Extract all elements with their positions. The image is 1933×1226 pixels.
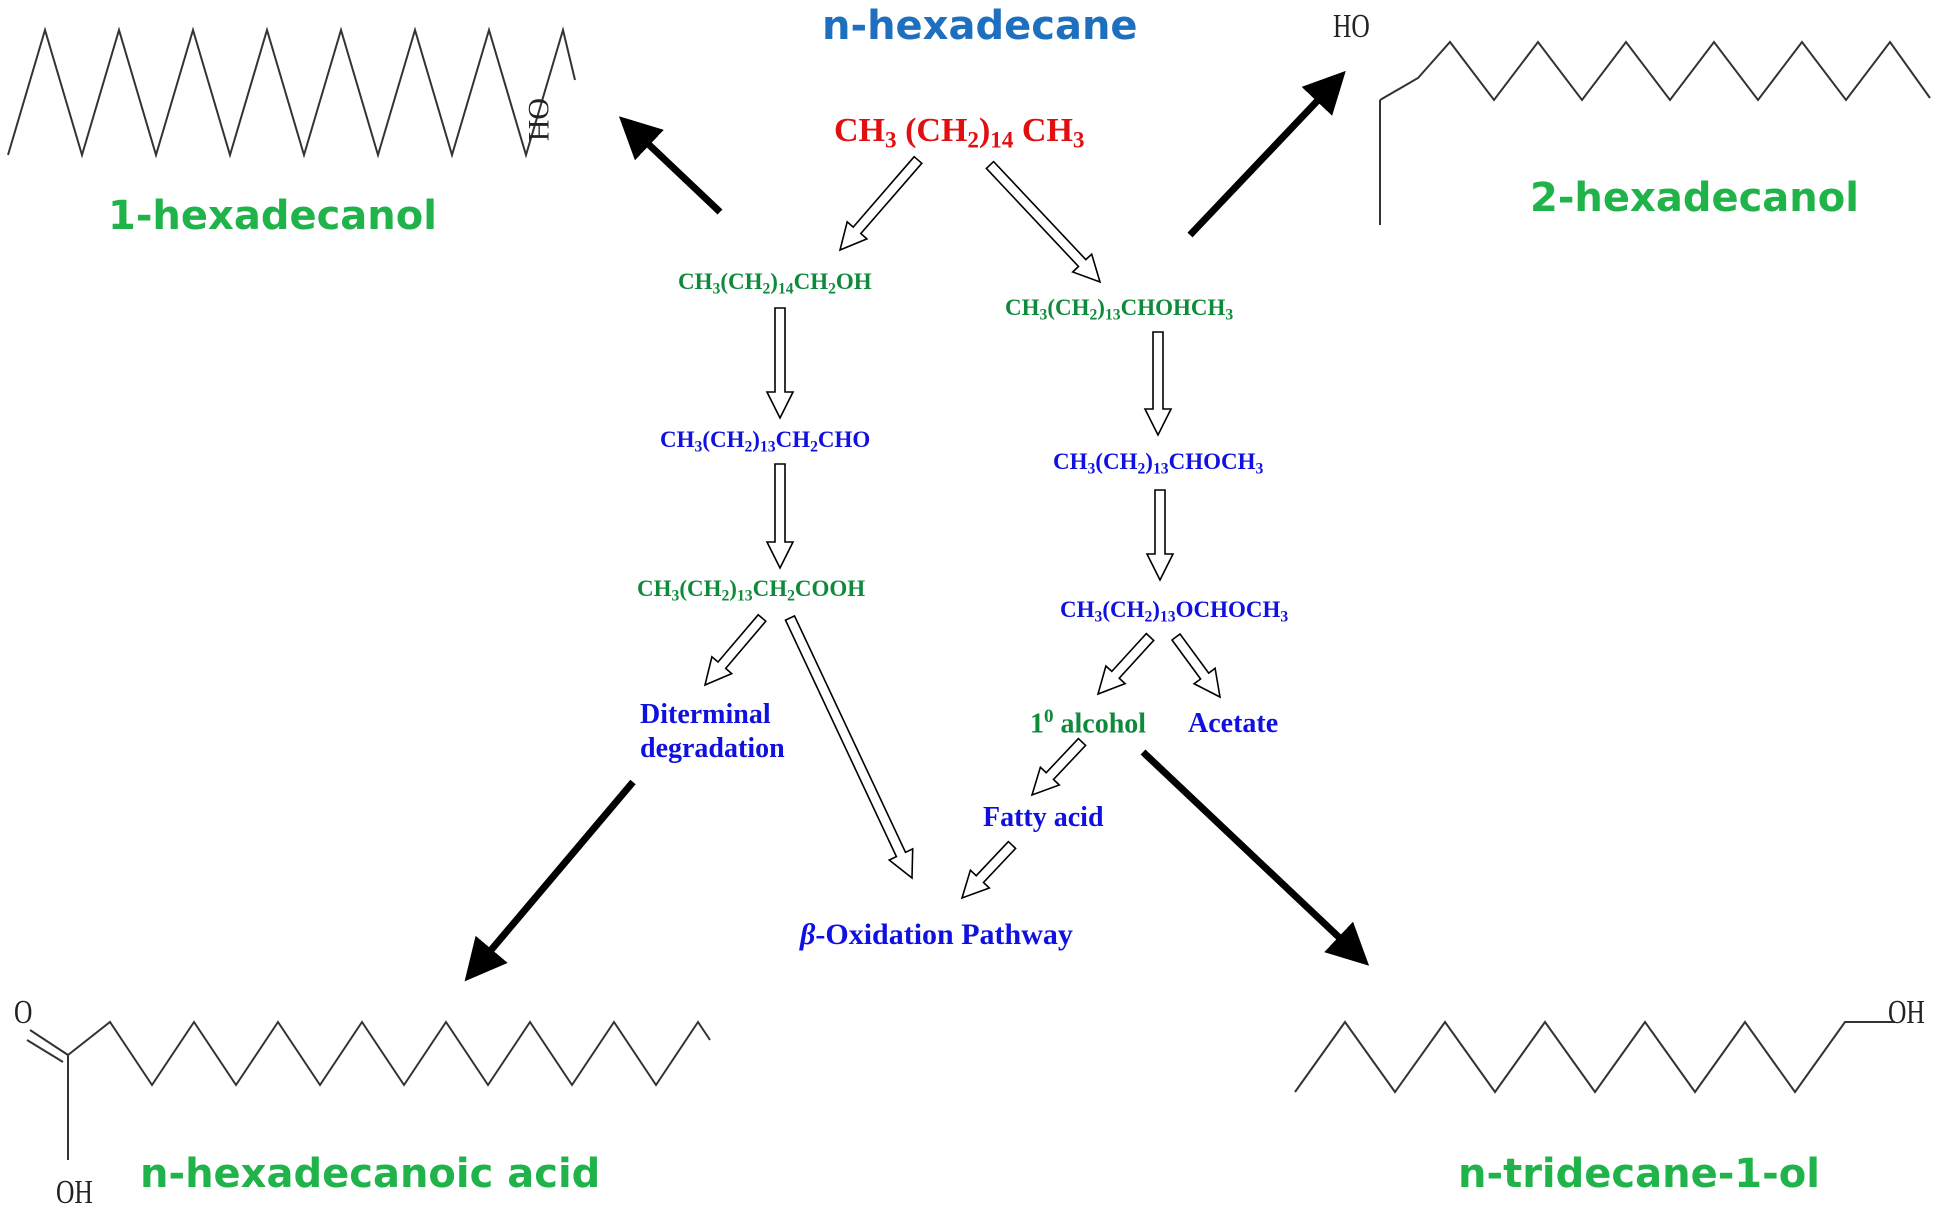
arrow-substrate-to-left-step1 xyxy=(838,155,923,252)
arrow-left-step2-to-step3 xyxy=(765,463,795,570)
product-name-hexadecanol-1: 1-hexadecanol xyxy=(108,193,437,239)
right-step1-formula: CH3(CH2)13CHOHCH3 xyxy=(1005,295,1234,324)
hexadecanol-2-ho-label: HO xyxy=(1333,8,1370,45)
hexadecanoic-acid-chain xyxy=(67,1020,711,1087)
arrow-alcohol-to-fatty-acid xyxy=(1030,737,1087,797)
substrate-formula: CH3 (CH2)14 CH3 xyxy=(834,114,1084,153)
beta-oxidation-label: β-Oxidation Pathway xyxy=(800,918,1073,951)
beta-symbol: β xyxy=(800,918,816,951)
diterminal-label-line1: Diterminal xyxy=(640,699,771,730)
hexadecanoic-acid-co-bond1 xyxy=(29,1029,69,1056)
fatty-acid-label: Fatty acid xyxy=(983,802,1104,833)
tridecanol-chain xyxy=(1294,1020,1895,1094)
left-step2-formula: CH3(CH2)13CH2CHO xyxy=(660,427,871,456)
hexadecanoic-acid-o-label: O xyxy=(14,994,33,1031)
left-step1-formula: CH3(CH2)14CH2OH xyxy=(678,269,872,298)
hexadecanoic-acid-oh-label: OH xyxy=(56,1174,93,1211)
arrow-to-hexadecanoic-acid xyxy=(464,779,636,982)
right-step2-formula: CH3(CH2)13CHOCH3 xyxy=(1053,449,1264,478)
arrow-substrate-to-right-step1 xyxy=(985,160,1102,284)
diagram-title: n-hexadecane xyxy=(822,3,1138,49)
arrow-to-tridecanol xyxy=(1140,749,1370,966)
primary-alcohol-label: 10 alcohol xyxy=(1030,706,1147,740)
arrow-fatty-acid-to-beta xyxy=(960,840,1017,900)
pathway-arrows xyxy=(703,155,1222,900)
arrow-to-hexadecanol-2 xyxy=(1187,70,1346,238)
product-name-tridecanol: n-tridecane-1-ol xyxy=(1458,1151,1820,1197)
diterminal-label-line2: degradation xyxy=(640,733,785,764)
substrate-ch2-group: (CH2)14 xyxy=(905,112,1014,154)
arrow-right-step3-to-acetate xyxy=(1170,632,1222,699)
arrow-left-step3-to-diterminal xyxy=(703,613,767,687)
arrow-left-step3-to-beta xyxy=(784,614,914,880)
right-step3-formula: CH3(CH2)13OCHOCH3 xyxy=(1060,597,1289,626)
arrow-left-step1-to-step2 xyxy=(765,307,795,420)
product-name-hexadecanoic-acid: n-hexadecanoic acid xyxy=(140,1151,601,1197)
substrate-ch3-right: CH3 xyxy=(1021,112,1085,154)
acetate-label: Acetate xyxy=(1188,708,1279,739)
hexadecanol-2-chain xyxy=(1379,40,1931,102)
arrow-right-step3-to-alcohol xyxy=(1096,632,1155,696)
tridecanol-oh-label: OH xyxy=(1888,994,1925,1031)
hexadecanoic-acid-co-bond2 xyxy=(26,1039,64,1063)
substrate-ch3-left: CH3 xyxy=(834,112,897,154)
arrow-to-hexadecanol-1 xyxy=(618,116,723,215)
arrow-right-step1-to-step2 xyxy=(1143,331,1173,437)
left-step3-formula: CH3(CH2)13CH2COOH xyxy=(637,576,866,605)
arrow-right-step2-to-step3 xyxy=(1145,489,1175,582)
hexadecanol-1-chain xyxy=(7,26,576,159)
hexadecanol-1-oh-label: OH xyxy=(522,98,555,142)
product-name-hexadecanol-2: 2-hexadecanol xyxy=(1530,175,1859,221)
